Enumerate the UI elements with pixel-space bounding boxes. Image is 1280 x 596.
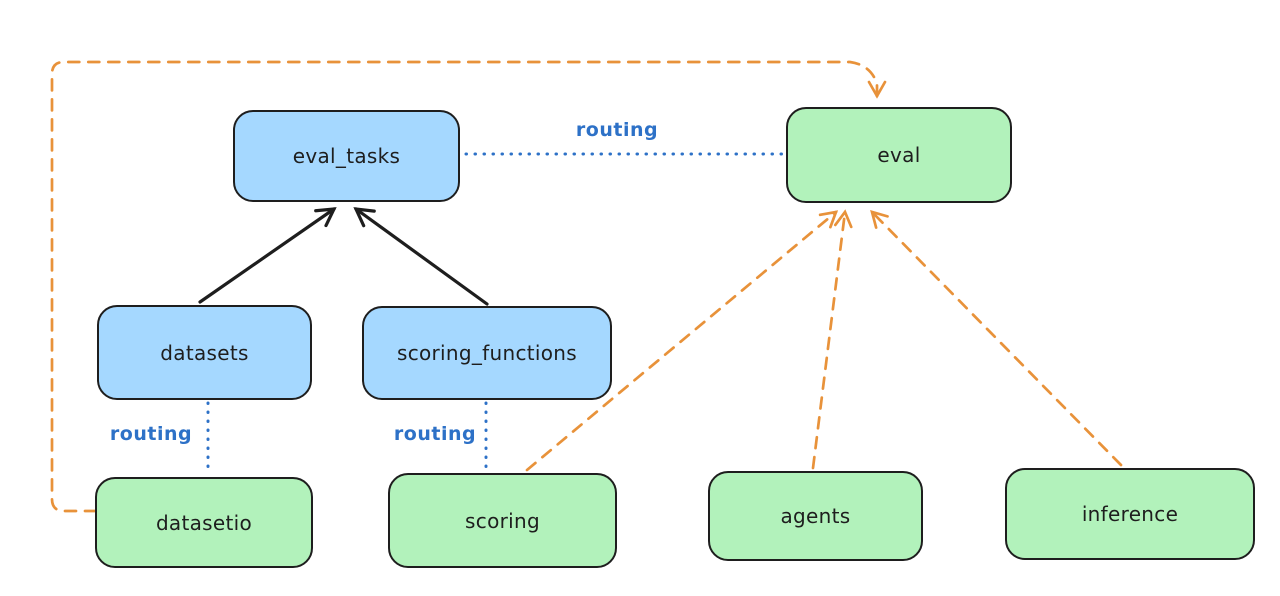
edge-inference-to-eval-arrow bbox=[870, 210, 1123, 467]
node-inference: inference bbox=[1005, 468, 1255, 560]
node-scoring-label: scoring bbox=[465, 508, 540, 533]
edge-label-routing-scoring-functions-scoring: routing bbox=[393, 423, 477, 445]
node-eval: eval bbox=[786, 107, 1012, 203]
node-eval-tasks: eval_tasks bbox=[233, 110, 460, 202]
node-agents-label: agents bbox=[780, 504, 851, 528]
node-agents: agents bbox=[708, 471, 923, 561]
node-scoring-functions-label: scoring_functions bbox=[396, 341, 578, 365]
edge-scoring-to-eval-arrow bbox=[525, 210, 839, 472]
node-scoring: scoring bbox=[388, 473, 617, 568]
node-eval-tasks-label: eval_tasks bbox=[292, 144, 401, 168]
edge-label-routing-datasets-datasetio: routing bbox=[109, 423, 193, 445]
node-datasets: datasets bbox=[97, 305, 312, 400]
edge-scoring-functions-to-eval-tasks-arrow bbox=[353, 207, 489, 306]
node-scoring-functions: scoring_functions bbox=[362, 306, 612, 400]
edge-agents-to-eval-arrow bbox=[811, 209, 853, 470]
node-datasetio: datasetio bbox=[95, 477, 313, 568]
node-datasets-label: datasets bbox=[160, 340, 249, 365]
edge-datasetio-to-eval-arrow bbox=[50, 60, 887, 513]
edge-datasets-to-eval-tasks-arrow bbox=[198, 207, 337, 304]
node-eval-label: eval bbox=[877, 143, 921, 167]
node-datasetio-label: datasetio bbox=[155, 510, 253, 535]
edge-label-routing-eval-tasks-eval: routing bbox=[575, 119, 659, 141]
node-inference-label: inference bbox=[1081, 502, 1179, 526]
